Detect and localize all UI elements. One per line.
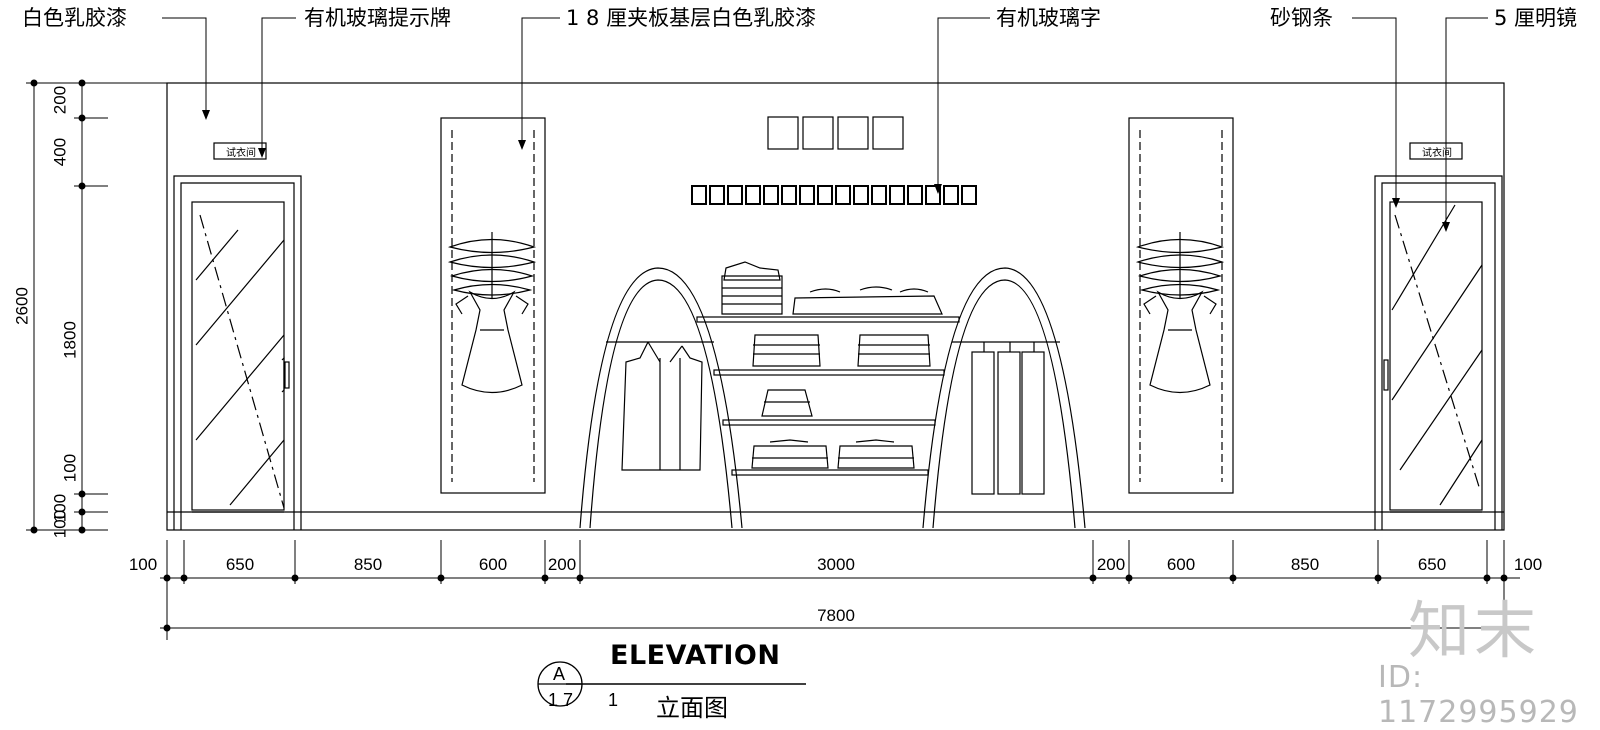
dim-h-3: 600	[478, 555, 508, 574]
dim-h-6: 200	[1096, 555, 1126, 574]
dim-v-0: 200	[50, 85, 70, 115]
dim-h-9: 650	[1417, 555, 1447, 574]
dress-right	[1135, 232, 1225, 394]
callout-white-latex-paint: 白色乳胶漆	[22, 6, 127, 30]
dim-h-1: 650	[225, 555, 255, 574]
dim-h-5: 3000	[817, 555, 855, 574]
watermark-logo: 知末	[1408, 594, 1541, 667]
dim-h-4: 200	[547, 555, 577, 574]
dim-h-8: 850	[1290, 555, 1320, 574]
dim-h-0: 100	[128, 555, 158, 574]
leader-lines	[162, 17, 1488, 224]
right-door	[1374, 175, 1503, 530]
dim-h-2: 850	[353, 555, 383, 574]
callout-acrylic-letters: 有机玻璃字	[996, 6, 1101, 30]
dimension-dots	[30, 79, 1508, 632]
sign-text-left: 试衣间	[226, 148, 256, 159]
small-letter-boxes	[691, 185, 977, 205]
sign-left	[213, 142, 267, 160]
horizontal-dimension-lines	[160, 540, 1520, 640]
dim-v-3: 100	[60, 453, 80, 483]
callout-plywood-base: 1 8 厘夹板基层白色乳胶漆	[566, 6, 817, 30]
wall-outline	[166, 82, 1505, 531]
leader-arrows	[202, 110, 1450, 232]
dim-v-2: 1800	[60, 321, 80, 359]
right-mirror-panel	[1128, 117, 1234, 494]
elevation-subtitle: 立面图	[656, 694, 728, 722]
elevation-tag-letter: A	[553, 664, 566, 684]
dim-total: 7800	[817, 606, 855, 625]
dress-left	[447, 232, 537, 394]
elevation-title: ELEVATION	[610, 640, 781, 671]
callout-acrylic-sign: 有机玻璃提示牌	[304, 6, 451, 30]
vertical-dimension-lines	[26, 82, 167, 531]
elevation-tag-number: 1 7	[548, 690, 574, 710]
acrylic-letters	[767, 116, 904, 150]
left-mirror-panel	[440, 117, 546, 494]
right-arch	[922, 267, 1086, 529]
dim-v-1: 400	[50, 137, 70, 167]
sign-right	[1409, 142, 1463, 160]
dim-h-10: 100	[1513, 555, 1543, 574]
dim-v-5: 100	[50, 509, 70, 539]
callout-clear-mirror: 5 厘明镜	[1494, 6, 1578, 30]
folded-clothes	[721, 261, 943, 469]
hanging-trousers	[971, 342, 1045, 495]
left-door	[173, 175, 302, 530]
elevation-tag-suffix: 1	[608, 690, 619, 710]
dim-v-overall: 2600	[12, 287, 32, 325]
callout-sanded-steel: 砂钢条	[1270, 6, 1333, 30]
dim-h-7: 600	[1166, 555, 1196, 574]
left-arch	[579, 267, 743, 529]
sign-text-right: 试衣间	[1422, 148, 1452, 159]
hanging-jackets	[621, 341, 703, 471]
shelves	[696, 316, 960, 476]
watermark-id: ID: 1172995929	[1378, 660, 1579, 730]
